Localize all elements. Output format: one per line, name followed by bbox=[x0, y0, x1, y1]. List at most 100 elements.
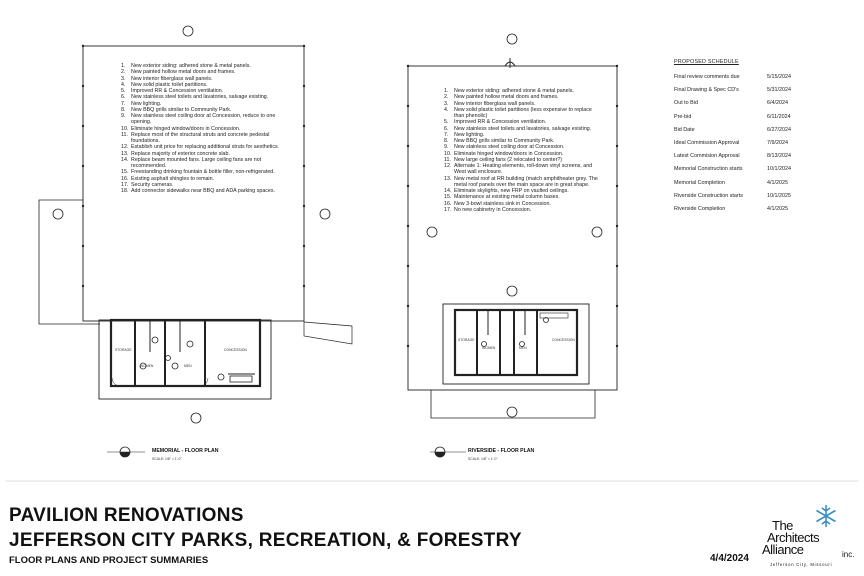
note-number: 15. bbox=[444, 194, 452, 201]
note-text: New exterior siding: adhered stone & met… bbox=[454, 88, 574, 94]
note-text: Maintenance at existing metal column bas… bbox=[454, 194, 560, 201]
schedule-row: Riverside Completion 4/1/2025 bbox=[674, 206, 794, 219]
schedule-row: Ideal Commission Approval 7/9/2024 bbox=[674, 140, 794, 153]
note-item: 12.Alternate 1: Heating elements, roll-d… bbox=[444, 163, 599, 176]
note-number: 18. bbox=[121, 188, 129, 194]
note-number: 1. bbox=[121, 63, 126, 69]
schedule-row: Memorial Completion 4/1/2025 bbox=[674, 180, 794, 193]
note-item: 14.Replace beam mounted fans. Large ceil… bbox=[121, 157, 281, 170]
note-item: 6. New stainless steel toilets and lavato… bbox=[121, 94, 281, 100]
schedule-date: 4/1/2025 bbox=[767, 179, 788, 186]
schedule-milestone: Pre-bid bbox=[674, 113, 692, 120]
note-text: New BBQ grills similar to Community Park… bbox=[454, 138, 555, 144]
note-text: Eliminate skylights, new FRP on vaulted … bbox=[454, 188, 569, 194]
note-number: 5. bbox=[121, 88, 126, 94]
schedule-milestone: Riverside Completion bbox=[674, 205, 726, 212]
note-item: 11.Replace most of the structural struts… bbox=[121, 132, 281, 145]
note-text: New painted hollow metal doors and frame… bbox=[131, 69, 236, 76]
note-text: Eliminate hinged window/doors in Concess… bbox=[131, 125, 241, 132]
riverside-room-women: WOMEN bbox=[482, 346, 496, 350]
note-item: 15.Maintenance at existing metal column … bbox=[444, 194, 599, 200]
schedule-date: 6/11/2024 bbox=[767, 113, 791, 120]
firm-name-line3: Alliance bbox=[762, 542, 804, 557]
riverside-plan-scale: SCALE: 1/8" = 1'-0" bbox=[468, 457, 498, 461]
note-text: Establish unit price for replacing addit… bbox=[131, 144, 280, 151]
schedule-milestone: Ideal Commission Approval bbox=[674, 139, 740, 146]
note-number: 16. bbox=[121, 175, 129, 182]
note-text: New interior fiberglass wall panels. bbox=[454, 100, 536, 107]
note-text: New 3-bowl stainless sink in Concession. bbox=[454, 200, 551, 207]
note-number: 1. bbox=[444, 88, 449, 94]
note-item: 14.Eliminate skylights, new FRP on vault… bbox=[444, 188, 599, 194]
note-text: No new cabinetry in Concession. bbox=[454, 206, 532, 213]
note-text: Replace majority of exterior concrete sl… bbox=[131, 150, 230, 157]
note-text: New stainless steel toilets and lavatori… bbox=[131, 94, 269, 101]
riverside-room-men: MEN bbox=[519, 346, 527, 350]
note-text: New lighting. bbox=[454, 131, 485, 138]
proposed-schedule: PROPOSED SCHEDULE Final review comments … bbox=[674, 59, 794, 219]
riverside-notes-list: 1. New exterior siding: adhered stone & m… bbox=[444, 88, 599, 213]
note-text: New interior fiberglass wall panels. bbox=[131, 75, 213, 82]
note-text: New exterior siding: adhered stone & met… bbox=[131, 63, 251, 69]
note-number: 14. bbox=[121, 156, 129, 163]
schedule-milestone: Latest Commision Approval bbox=[674, 153, 740, 160]
note-item: 13.New metal roof at RR building (match … bbox=[444, 176, 599, 189]
note-item: 9.New stainless steel coiling door at Co… bbox=[444, 144, 599, 150]
schedule-milestone: Out to Bid bbox=[674, 100, 698, 107]
note-text: Improved RR & Concession ventilation. bbox=[131, 88, 224, 94]
note-item: 4.New solid plastic toilet partitions. bbox=[121, 82, 281, 88]
note-number: 17. bbox=[444, 206, 452, 213]
note-number: 3. bbox=[444, 100, 449, 107]
note-text: New stainless steel coiling door at Conc… bbox=[454, 144, 565, 151]
schedule-date: 5/31/2024 bbox=[767, 87, 791, 94]
note-item: 5. Improved RR & Concession ventilation. bbox=[121, 88, 281, 94]
note-item: 1. New exterior siding: adhered stone & m… bbox=[444, 88, 599, 94]
note-number: 9. bbox=[121, 113, 126, 119]
note-number: 2. bbox=[444, 94, 449, 101]
note-text: New BBQ grills similar to Community Park… bbox=[131, 106, 232, 113]
note-number: 4. bbox=[121, 81, 126, 88]
note-item: 11.New large ceiling fans (2 relocated t… bbox=[444, 157, 599, 163]
note-text: Existing asphalt shingles to remain. bbox=[131, 175, 215, 182]
sheet-date: 4/4/2024 bbox=[710, 553, 749, 564]
schedule-milestone: Memorial Completion bbox=[674, 179, 725, 186]
memorial-room-concession: CONCESSION bbox=[224, 348, 247, 352]
note-text: Replace beam mounted fans. Large ceiling… bbox=[131, 156, 262, 169]
memorial-room-women: WOMEN bbox=[140, 364, 154, 368]
note-number: 12. bbox=[444, 163, 452, 169]
note-text: New lighting. bbox=[131, 100, 162, 107]
note-text: New large ceiling fans (2 relocated to c… bbox=[454, 156, 563, 163]
note-text: New solid plastic toilet partitions (les… bbox=[454, 106, 592, 119]
schedule-date: 8/13/2024 bbox=[767, 153, 791, 160]
note-text: Freestanding drinking fountain & bottle … bbox=[131, 169, 275, 176]
riverside-floor-plan bbox=[406, 33, 619, 458]
memorial-notes-list: 1. New exterior siding: adhered stone & m… bbox=[121, 63, 281, 194]
note-item: 1. New exterior siding: adhered stone & m… bbox=[121, 63, 281, 69]
schedule-row: Pre-bid 6/11/2024 bbox=[674, 114, 794, 127]
firm-name-line2: Architects bbox=[767, 530, 820, 545]
note-item: 10.Eliminate hinged window/doors in Conc… bbox=[444, 151, 599, 157]
note-item: 3. New interior fiberglass wall panels. bbox=[444, 101, 599, 107]
note-number: 6. bbox=[444, 125, 449, 132]
schedule-milestone: Bid Date bbox=[674, 126, 695, 133]
note-item: 17.Security cameras. bbox=[121, 182, 281, 188]
schedule-date: 4/1/2025 bbox=[767, 205, 788, 212]
note-number: 3. bbox=[121, 75, 126, 82]
note-text: Eliminate hinged window/doors in Concess… bbox=[454, 150, 564, 157]
firm-name-line1: The bbox=[772, 518, 793, 533]
note-number: 6. bbox=[121, 94, 126, 101]
schedule-heading: PROPOSED SCHEDULE bbox=[674, 59, 739, 65]
schedule-milestone: Riverside Construction starts bbox=[674, 192, 743, 199]
note-item: 12.Establish unit price for replacing ad… bbox=[121, 144, 281, 150]
note-item: 7.New lighting. bbox=[121, 101, 281, 107]
memorial-floor-plan bbox=[38, 25, 353, 458]
note-text: New stainless steel coiling door at Conc… bbox=[131, 113, 276, 126]
note-item: 3. New interior fiberglass wall panels. bbox=[121, 76, 281, 82]
schedule-date: 7/9/2024 bbox=[767, 139, 788, 146]
note-text: New metal roof at RR building (match amp… bbox=[454, 175, 598, 188]
riverside-room-concession: CONCESSION bbox=[552, 338, 575, 342]
note-number: 5. bbox=[444, 119, 449, 126]
